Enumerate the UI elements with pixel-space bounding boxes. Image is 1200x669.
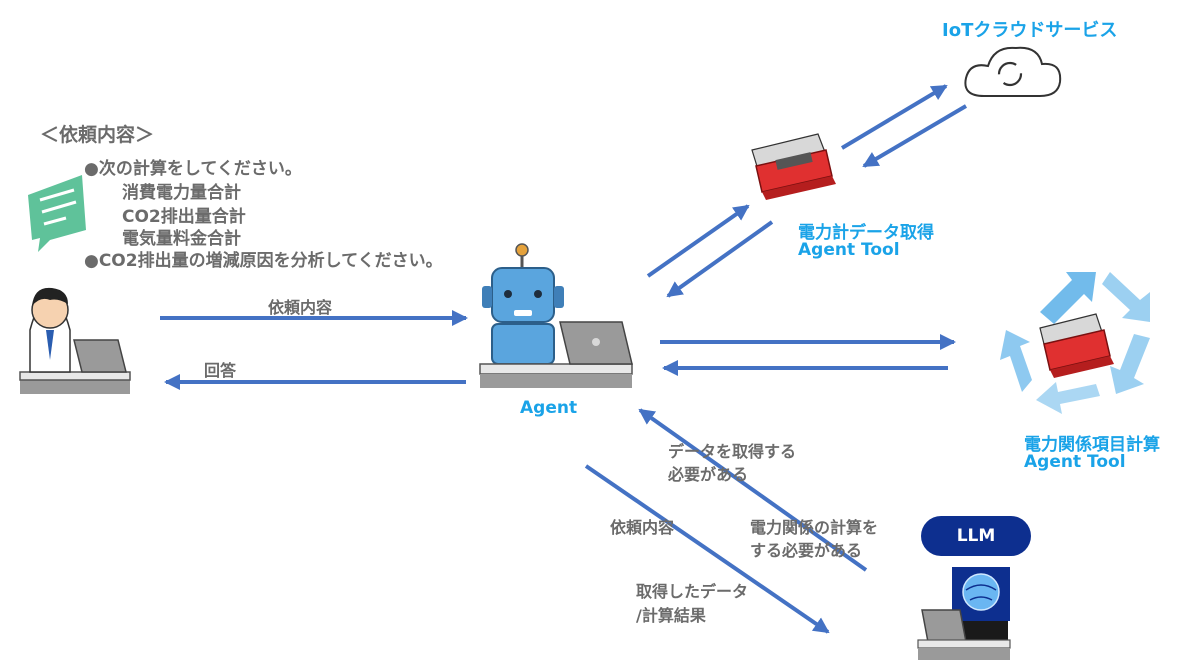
- arrow-tool1-to-cloud: [840, 84, 948, 150]
- arrow-label-need-data-2: 必要がある: [668, 465, 749, 484]
- arrow-label-need-calc-1: 電力関係の計算を: [750, 518, 879, 537]
- agent-robot-icon: [479, 243, 633, 388]
- calc-cycle-icon: [1000, 272, 1150, 414]
- tool1-label-line1: 電力計データ取得: [798, 223, 934, 243]
- arrow-agent-to-tool1: [646, 204, 750, 278]
- request-bullet-2: ●CO2排出量の増減原因を分析してください。: [84, 251, 443, 271]
- agent-label: Agent: [520, 398, 578, 418]
- arrow-tool1-to-agent: [666, 220, 774, 298]
- tool2-label-line1: 電力関係項目計算: [1024, 435, 1160, 455]
- cloud-icon: [964, 46, 1062, 97]
- request-sub-2: CO2排出量合計: [122, 207, 246, 227]
- llm-brain-icon: [917, 567, 1011, 660]
- arrow-label-answer: 回答: [204, 361, 237, 380]
- chat-bubble-icon: [28, 175, 86, 252]
- request-title: ＜依頼内容＞: [40, 124, 155, 146]
- arrow-label-need-data-1: データを取得する: [668, 442, 797, 461]
- arrow-label-result-1: 取得したデータ: [636, 582, 749, 601]
- request-bullet-1: ●次の計算をしてください。: [84, 159, 302, 179]
- arrow-agent-to-llm: [584, 464, 830, 634]
- tool1-label-line2: Agent Tool: [798, 240, 900, 260]
- tool2-label-line2: Agent Tool: [1024, 452, 1126, 472]
- request-sub-1: 消費電力量合計: [122, 183, 241, 203]
- request-sub-3: 電気量料金合計: [122, 229, 241, 249]
- arrow-label-need-calc-2: する必要がある: [750, 541, 863, 560]
- cloud-label: IoTクラウドサービス: [942, 20, 1118, 41]
- arrow-label-to-llm: 依頼内容: [610, 518, 675, 537]
- toolbox-icon: [751, 133, 836, 200]
- arrow-label-request: 依頼内容: [268, 298, 333, 317]
- llm-badge: LLM: [921, 516, 1031, 556]
- arrow-label-result-2: /計算結果: [636, 606, 706, 625]
- arrow-cloud-to-tool1: [862, 104, 968, 168]
- user-at-laptop-icon: [19, 287, 131, 394]
- arrow-llm-to-agent: [638, 408, 868, 572]
